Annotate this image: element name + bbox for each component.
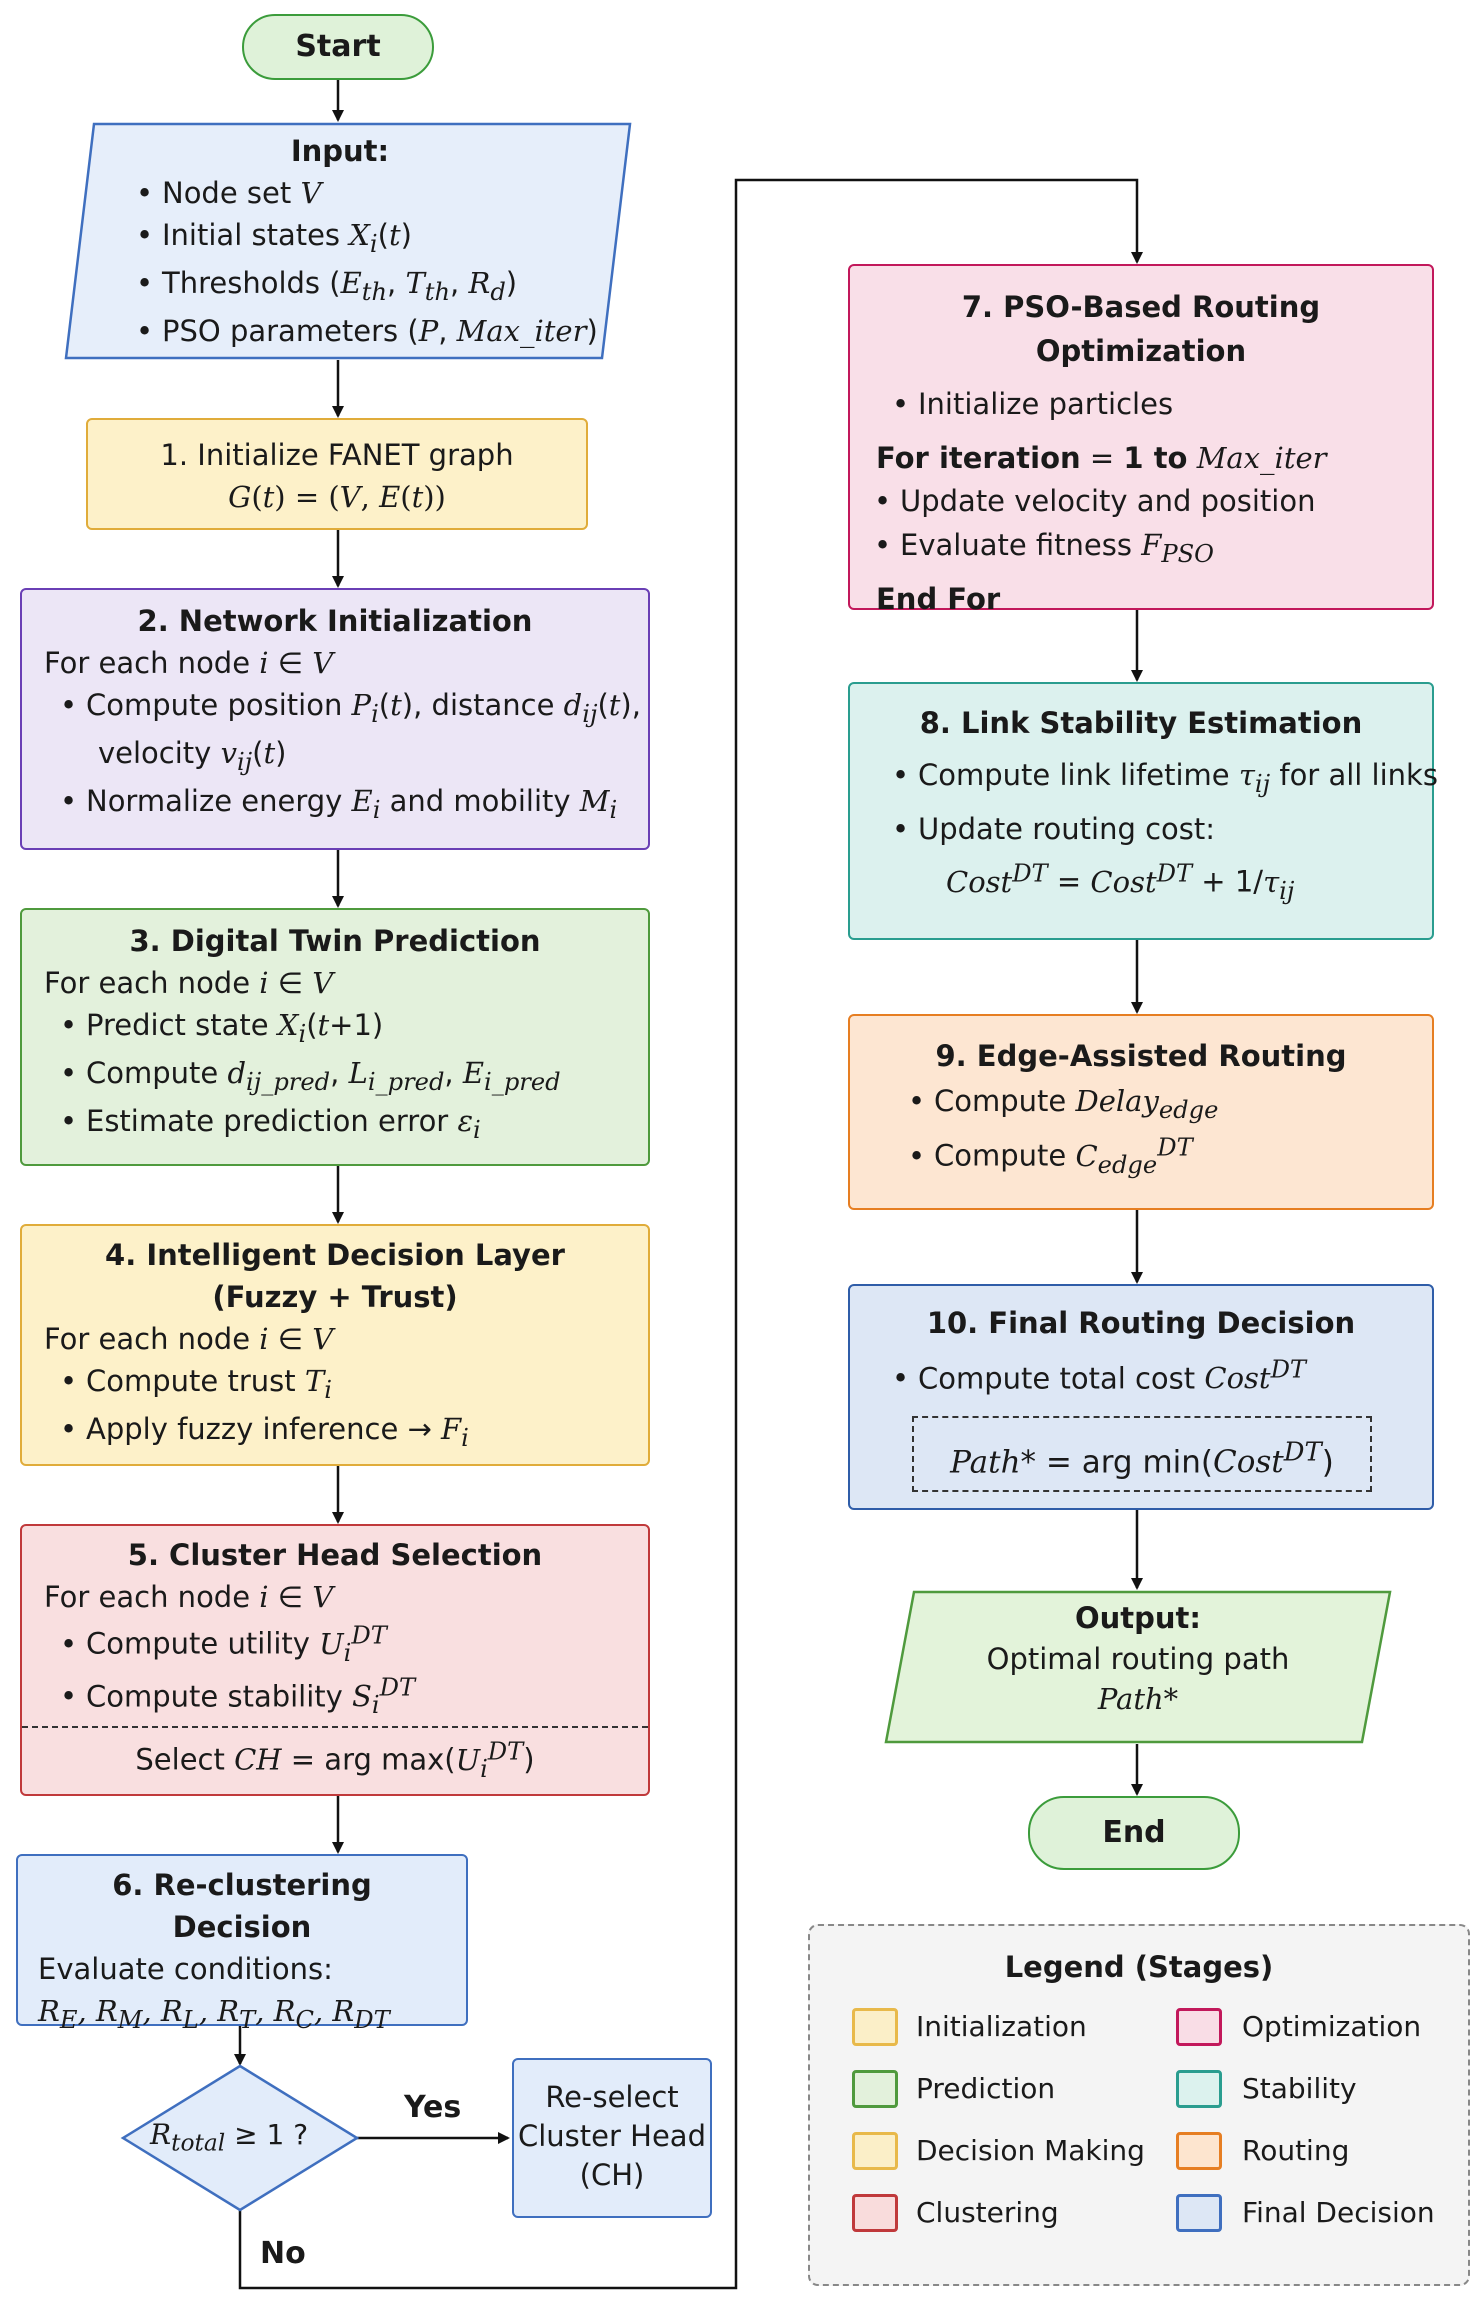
legend-label: Clustering [916,2196,1059,2229]
step6-conditions: RE, RM, RL, RT, RC, RDT [38,1994,390,2034]
legend-label: Initialization [916,2010,1087,2043]
step1-formula: G(t) = (V, E(t)) [228,480,446,515]
legend-swatch [1176,2008,1222,2046]
step8-item: Update routing cost: [876,808,1406,852]
step9-edge-assisted-routing: 9. Edge-Assisted Routing Compute Delayed… [848,1014,1434,1210]
step9-item: Compute Delayedge [876,1079,1406,1129]
legend-label: Optimization [1242,2010,1422,2043]
step8-formula: CostDT = CostDT + 1/τij [946,859,1295,905]
step2-loop: For each node i ∈ V [44,646,334,681]
step9-title: 9. Edge-Assisted Routing [935,1039,1347,1073]
step7-loop-item: Evaluate fitness FPSO [876,524,1406,572]
reselect-line: Cluster Head [518,2119,706,2154]
legend-swatch [852,2008,898,2046]
step2-item: Compute position Pi(t), distance dij(t), [44,684,641,732]
decision-no-label: No [260,2236,306,2271]
step6-line: Evaluate conditions: [38,1952,333,1987]
decision-text: Rtotal ≥ 1 ? [150,2118,309,2157]
step4-intelligent-decision-layer: 4. Intelligent Decision Layer (Fuzzy + T… [20,1224,650,1466]
step2-network-initialization: 2. Network Initialization For each node … [20,588,650,850]
start-terminal: Start [242,14,434,80]
legend-title: Legend (Stages) [1004,1950,1274,1984]
end-label: End [1102,1815,1166,1850]
legend: Legend (Stages) Initialization Optimizat… [808,1924,1470,2286]
step5-item: Compute utility UiDT [44,1618,626,1671]
step8-item: Compute link lifetime τij for all links [876,754,1438,802]
step7-title: 7. PSO-Based Routing Optimization [961,290,1321,368]
step8-title: 8. Link Stability Estimation [919,706,1363,740]
arrow-decision-no [238,178,1143,2290]
step5-divider [22,1726,648,1728]
input-item: PSO parameters (P, Max_iter) [120,310,600,352]
step4-title: 4. Intelligent Decision Layer [105,1238,565,1272]
step10-title: 10. Final Routing Decision [926,1306,1356,1340]
step5-item: Compute stability SiDT [44,1671,626,1724]
step6-reclustering-decision: 6. Re-clustering Decision Evaluate condi… [16,1854,468,2034]
legend-label: Stability [1242,2072,1357,2105]
step7-item: Initialize particles [876,383,1406,427]
legend-label: Final Decision [1242,2196,1435,2229]
step5-loop: For each node i ∈ V [44,1580,334,1615]
step7-pso-routing-optimization: 7. PSO-Based Routing Optimization Initia… [848,264,1434,616]
step7-loop-end: End For [876,581,1001,616]
legend-swatch [852,2070,898,2108]
legend-label: Prediction [916,2072,1056,2105]
output-title: Output: [1074,1601,1202,1635]
reselect-line: (CH) [579,2158,645,2193]
step6-title: 6. Re-clustering Decision [112,1868,372,1945]
step4-loop: For each node i ∈ V [44,1322,334,1357]
reselect-cluster-head: Re-select Cluster Head (CH) [512,2058,712,2218]
decision-diamond [120,2064,360,2212]
step2-item-cont: velocity vij(t) [98,735,287,776]
step3-item: Predict state Xi(t+1) [44,1004,626,1052]
input-item: Thresholds (Eth, Tth, Rd) [120,262,600,310]
decision-yes-label: Yes [404,2090,462,2125]
step7-loop-item: Update velocity and position [876,480,1406,524]
legend-swatch [1176,2070,1222,2108]
input-box: Input: Node set V Initial states Xi(t) T… [64,122,632,360]
step4-item: Apply fuzzy inference → Fi [44,1408,626,1456]
output-line: Optimal routing path [986,1641,1290,1676]
step2-item: Normalize energy Ei and mobility Mi [44,780,626,828]
output-shape [884,1590,1392,1744]
step2-title: 2. Network Initialization [137,604,533,638]
step3-title: 3. Digital Twin Prediction [129,924,541,958]
output-line: Path* [1097,1682,1179,1717]
legend-label: Routing [1242,2134,1350,2167]
step1-initialize-graph: 1. Initialize FANET graph G(t) = (V, E(t… [86,418,588,530]
step7-loop-start: For iteration = 1 to Max_iter [876,440,1327,475]
reselect-line: Re-select [545,2080,679,2114]
step10-formula-box: Path* = arg min(CostDT) [912,1416,1372,1492]
step10-item: Compute total cost CostDT [876,1352,1406,1401]
legend-swatch [852,2132,898,2170]
step3-item: Estimate prediction error εi [44,1100,626,1148]
step5-select: Select CH = arg max(UiDT) [135,1737,535,1783]
input-item: Node set V [120,172,600,214]
legend-swatch [1176,2132,1222,2170]
step5-cluster-head-selection: 5. Cluster Head Selection For each node … [20,1524,650,1796]
step4-subtitle: (Fuzzy + Trust) [212,1280,458,1315]
output-box: Output: Optimal routing path Path* [884,1590,1392,1744]
step1-title: 1. Initialize FANET graph [160,438,514,472]
end-terminal: End [1028,1796,1240,1870]
input-item: Initial states Xi(t) [120,214,600,262]
step5-title: 5. Cluster Head Selection [127,1538,543,1572]
step3-digital-twin-prediction: 3. Digital Twin Prediction For each node… [20,908,650,1166]
step3-item: Compute dij_pred, Li_pred, Ei_pred [44,1052,626,1100]
start-label: Start [295,29,381,64]
step9-item: Compute CedgeDT [876,1129,1406,1184]
step10-final-routing-decision: 10. Final Routing Decision Compute total… [848,1284,1434,1510]
step8-link-stability-estimation: 8. Link Stability Estimation Compute lin… [848,682,1438,940]
step4-item: Compute trust Ti [44,1360,626,1408]
legend-swatch [1176,2194,1222,2232]
legend-label: Decision Making [916,2134,1145,2167]
legend-swatch [852,2194,898,2232]
input-title: Input: [290,134,390,168]
step3-loop: For each node i ∈ V [44,966,334,1001]
